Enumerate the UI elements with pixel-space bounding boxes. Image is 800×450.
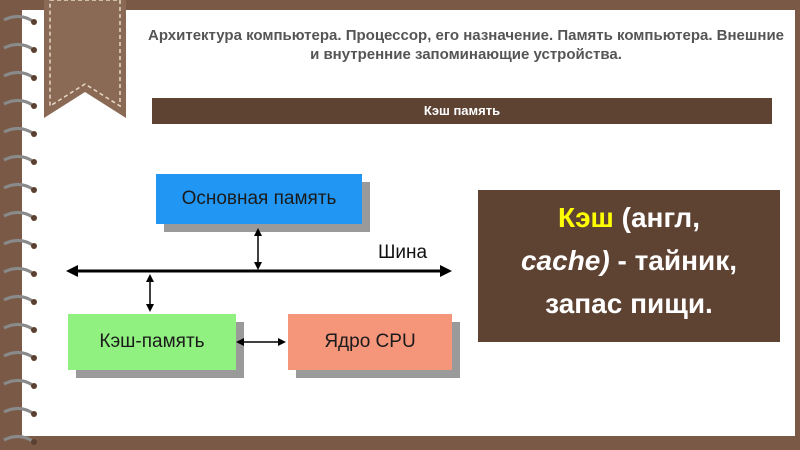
section-title-bar: Кэш память: [152, 98, 772, 124]
bookmark-ribbon: [44, 0, 126, 118]
definition-line-2-rest: - тайник,: [609, 245, 738, 276]
cache-cpu-arrow-right: [278, 338, 286, 346]
bus-arrow-left: [66, 265, 78, 277]
cache-arrow-up: [146, 274, 154, 282]
cpu-core-box: Ядро CPU: [288, 314, 452, 370]
main-memory-box: Основная память: [156, 174, 362, 224]
slide-title: Архитектура компьютера. Процессор, его н…: [148, 27, 785, 63]
definition-line-1-rest: (англ,: [613, 202, 700, 233]
definition-term: Кэш: [557, 202, 614, 233]
notebook-spiral: [3, 15, 37, 445]
cache-memory-box: Кэш-память: [68, 314, 236, 370]
definition-line-2: cache) - тайник,: [478, 239, 780, 282]
definition-cache-word: cache): [520, 245, 610, 276]
main-memory-arrow-down: [254, 262, 262, 270]
cache-cpu-arrow-left: [236, 338, 244, 346]
cache-arrow-down: [146, 304, 154, 312]
definition-line-1: Кэш (англ,: [478, 196, 780, 239]
bus-label: Шина: [378, 242, 428, 263]
main-memory-arrow-up: [254, 228, 262, 236]
diagram-arrows: [66, 228, 452, 346]
definition-line-3: запас пищи.: [545, 288, 713, 319]
bus-arrow-right: [440, 265, 452, 277]
definition-box: Кэш (англ, cache) - тайник, запас пищи.: [478, 190, 780, 342]
cache-architecture-diagram: Основная память Шина Кэш-память Ядро CPU: [60, 170, 460, 390]
